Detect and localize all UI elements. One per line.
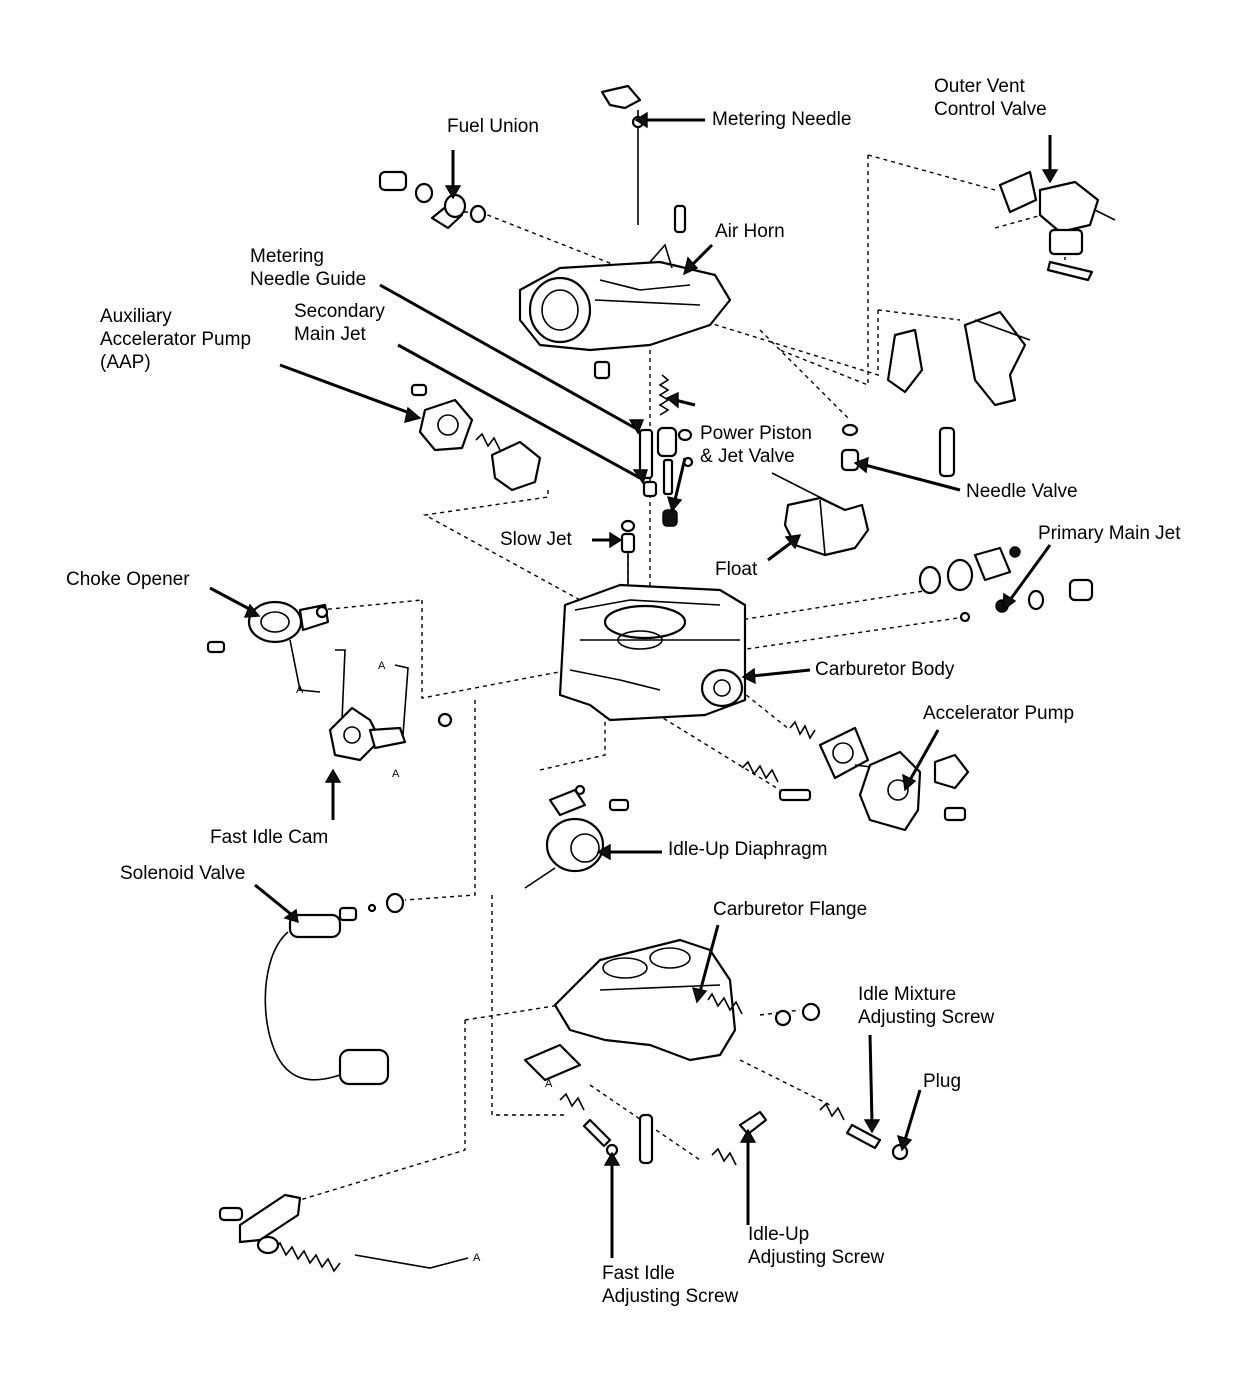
label-idle-up-adjusting-screw: Idle-Up Adjusting Screw: [748, 1223, 884, 1269]
label-plug-line: Plug: [923, 1071, 962, 1092]
label-idle-mixture-line-1: Idle Mixture: [858, 984, 957, 1005]
float-part: [771, 472, 870, 557]
label-fuel-union: Fuel Union: [447, 115, 539, 138]
fuel-union-parts: [378, 170, 487, 230]
label-choke-opener: Choke Opener: [66, 568, 190, 591]
label-fast-idle-adjusting-line-1: Fast Idle: [602, 1263, 675, 1284]
label-metering-needle-guide: Metering Needle Guide: [250, 245, 366, 291]
label-primary-main-jet-line: Primary Main Jet: [1038, 523, 1181, 544]
fast-idle-cam-part: [328, 649, 453, 762]
label-needle-valve: Needle Valve: [966, 480, 1078, 503]
label-outer-vent-line-2: Control Valve: [934, 99, 1047, 120]
carburetor-flange-part: [523, 938, 821, 1082]
label-slow-jet-line: Slow Jet: [500, 529, 572, 550]
label-idle-mixture-line-2: Adjusting Screw: [858, 1007, 995, 1028]
label-power-piston-line-1: Power Piston: [700, 423, 812, 444]
solenoid-valve-part: [264, 892, 405, 1086]
label-needle-valve-line: Needle Valve: [966, 481, 1078, 502]
label-aap-line-1: Auxiliary: [100, 306, 172, 327]
label-carburetor-flange: Carburetor Flange: [713, 898, 867, 921]
label-metering-needle-guide-line-2: Needle Guide: [250, 269, 367, 290]
label-float: Float: [715, 558, 757, 581]
accelerator-pump-parts: [741, 720, 970, 832]
label-auxiliary-accelerator-pump: Auxiliary Accelerator Pump (AAP): [100, 305, 251, 374]
label-idle-up-adjusting-line-1: Idle-Up: [748, 1224, 810, 1245]
label-power-piston-jet-valve: Power Piston & Jet Valve: [700, 422, 812, 468]
float-lever-parts: [840, 310, 1031, 478]
throttle-linkage-part: [218, 1193, 469, 1273]
label-slow-jet: Slow Jet: [500, 528, 572, 551]
label-air-horn: Air Horn: [715, 220, 785, 243]
label-outer-vent-control-valve: Outer Vent Control Valve: [934, 75, 1047, 121]
label-carburetor-flange-line: Carburetor Flange: [713, 899, 868, 920]
choke-opener-part: [206, 600, 330, 693]
label-idle-mixture-adjusting-screw: Idle Mixture Adjusting Screw: [858, 983, 994, 1029]
label-float-line: Float: [715, 559, 758, 580]
label-primary-main-jet: Primary Main Jet: [1038, 522, 1181, 545]
label-accelerator-pump: Accelerator Pump: [923, 702, 1074, 725]
label-secondary-main-jet-line-2: Main Jet: [294, 324, 366, 345]
label-idle-up-adjusting-line-2: Adjusting Screw: [748, 1247, 885, 1268]
reference-mark-a: A: [296, 684, 304, 696]
metering-needle-part: [600, 84, 687, 234]
reference-mark-a: A: [378, 660, 386, 672]
label-idle-up-diaphragm-line: Idle-Up Diaphragm: [668, 839, 828, 860]
power-piston-jet-parts: [638, 374, 694, 527]
label-carburetor-body-line: Carburetor Body: [815, 659, 955, 680]
label-aap-line-2: Accelerator Pump: [100, 329, 252, 350]
reference-mark-a: A: [392, 768, 400, 780]
label-metering-needle-guide-line-1: Metering: [250, 246, 324, 267]
label-secondary-main-jet: Secondary Main Jet: [294, 300, 385, 346]
label-choke-opener-line: Choke Opener: [66, 569, 190, 590]
label-idle-up-diaphragm: Idle-Up Diaphragm: [668, 838, 827, 861]
label-plug: Plug: [923, 1070, 961, 1093]
label-carburetor-body: Carburetor Body: [815, 658, 954, 681]
label-fast-idle-cam-line: Fast Idle Cam: [210, 827, 329, 848]
label-metering-needle-line: Metering Needle: [712, 109, 852, 130]
label-solenoid-valve: Solenoid Valve: [120, 862, 245, 885]
label-fast-idle-adjusting-screw: Fast Idle Adjusting Screw: [602, 1262, 738, 1308]
label-aap-line-3: (AAP): [100, 352, 151, 373]
label-air-horn-line: Air Horn: [715, 221, 785, 242]
carburetor-body-part: [558, 583, 747, 722]
primary-main-jet-parts: [918, 546, 1094, 623]
label-accelerator-pump-line: Accelerator Pump: [923, 703, 1075, 724]
label-secondary-main-jet-line-1: Secondary: [294, 301, 385, 322]
reference-mark-a: A: [545, 1078, 553, 1090]
label-power-piston-line-2: & Jet Valve: [700, 446, 795, 467]
adjusting-screws-parts: [559, 1092, 909, 1166]
reference-mark-a: A: [473, 1252, 481, 1264]
slow-jet-part: [620, 519, 636, 590]
outer-vent-control-valve-part: [998, 170, 1116, 282]
air-horn-part: [518, 243, 732, 380]
label-solenoid-valve-line: Solenoid Valve: [120, 863, 246, 884]
label-fast-idle-adjusting-line-2: Adjusting Screw: [602, 1286, 739, 1307]
label-fuel-union-line: Fuel Union: [447, 116, 539, 137]
aap-parts: [410, 383, 542, 492]
leader-arrows: [209, 111, 1059, 1258]
idle-up-diaphragm-part: [524, 784, 630, 889]
label-fast-idle-cam: Fast Idle Cam: [210, 826, 328, 849]
label-metering-needle: Metering Needle: [712, 108, 851, 131]
label-outer-vent-line-1: Outer Vent: [934, 76, 1025, 97]
